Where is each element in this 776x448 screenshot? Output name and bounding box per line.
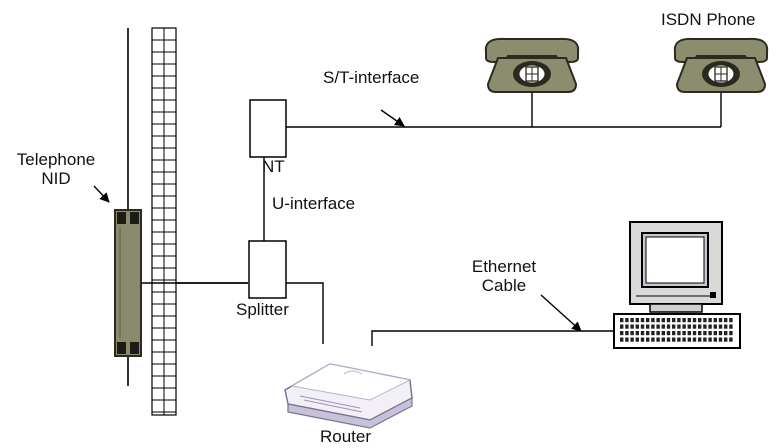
splitter-box bbox=[248, 240, 287, 299]
wall-grid bbox=[151, 27, 177, 416]
ethernet-arrow bbox=[540, 294, 582, 332]
u-interface-label: U-interface bbox=[272, 194, 356, 213]
router-label: Router bbox=[320, 427, 372, 446]
keyboard-icon bbox=[613, 313, 741, 349]
nid-arrow bbox=[93, 185, 110, 203]
isdn-phone-icon bbox=[673, 37, 769, 93]
router-icon bbox=[284, 363, 413, 429]
ethernet-cable-label: Ethernet Cable bbox=[464, 257, 544, 295]
isdn-phone-icon bbox=[484, 37, 580, 93]
isdn-phone-label: ISDN Phone bbox=[661, 10, 756, 29]
ethernet-cable bbox=[371, 330, 614, 346]
nt-box bbox=[249, 99, 287, 158]
nt-label: NT bbox=[262, 157, 285, 176]
st-interface-label: S/T-interface bbox=[323, 68, 420, 87]
ethernet-cable-label-line1: Ethernet bbox=[471, 257, 537, 276]
telephone-nid-label-line2: NID bbox=[41, 169, 71, 188]
telephone-nid-label: Telephone NID bbox=[8, 150, 104, 188]
splitter-to-router-wire bbox=[286, 282, 324, 344]
st-interface-arrow bbox=[380, 109, 405, 127]
splitter-label: Splitter bbox=[236, 300, 289, 319]
telephone-nid-icon bbox=[114, 209, 142, 357]
ethernet-cable-label-line2: Cable bbox=[481, 276, 527, 295]
computer-icon bbox=[629, 221, 723, 313]
telephone-nid-label-line1: Telephone bbox=[16, 150, 96, 169]
